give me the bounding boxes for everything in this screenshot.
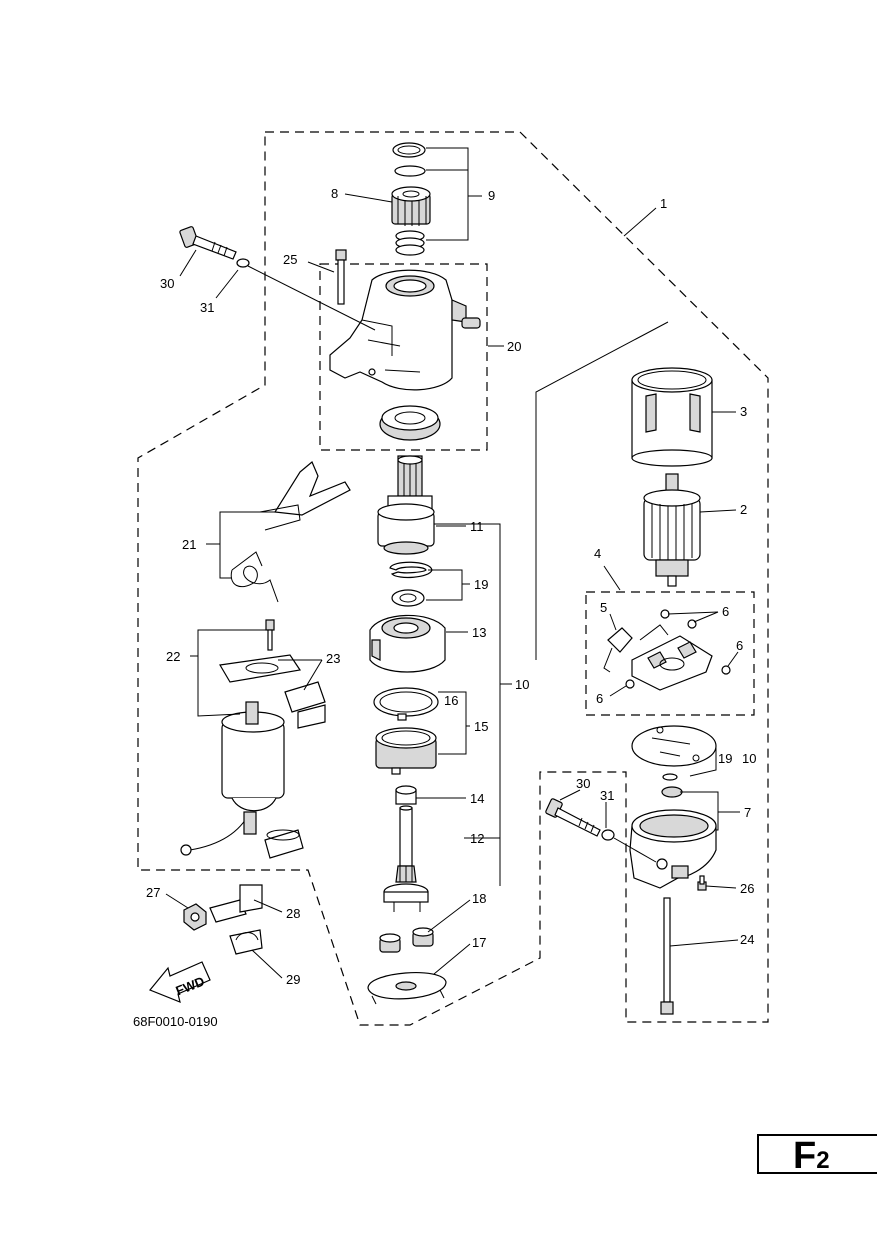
part-7-rear-cover xyxy=(629,809,717,889)
part-24-through-bolt xyxy=(660,897,674,1015)
callout-19-b: 19 xyxy=(718,751,732,766)
part-15-internal-gear xyxy=(375,727,437,775)
part-19-snap-ring xyxy=(389,561,433,579)
callout-26: 26 xyxy=(740,881,754,896)
callout-6-c: 6 xyxy=(596,691,603,706)
callout-12: 12 xyxy=(470,831,484,846)
part-31-washer-left xyxy=(236,258,250,268)
callout-16: 16 xyxy=(444,693,458,708)
part-3-yoke xyxy=(631,367,713,467)
callout-4: 4 xyxy=(594,546,601,561)
subassembly-box-4 xyxy=(585,591,755,716)
page-reference-box: F2 xyxy=(757,1134,877,1177)
callout-23: 23 xyxy=(326,651,340,666)
part-22-solenoid xyxy=(180,654,302,856)
callout-11: 11 xyxy=(470,519,484,534)
callout-28: 28 xyxy=(286,906,300,921)
part-9-spring xyxy=(395,230,425,256)
part-2-armature xyxy=(643,473,701,587)
callout-15: 15 xyxy=(474,719,488,734)
part-7-bearing xyxy=(661,786,683,798)
callout-13: 13 xyxy=(472,625,486,640)
callout-22: 22 xyxy=(166,649,180,664)
part-18-planet-gears xyxy=(379,927,434,953)
callout-2: 2 xyxy=(740,502,747,517)
part-17-plate xyxy=(367,972,447,1005)
callout-5: 5 xyxy=(600,600,607,615)
part-9-clip-inner xyxy=(397,145,421,155)
callout-1: 1 xyxy=(660,196,667,211)
callout-8: 8 xyxy=(331,186,338,201)
part-20-front-cover xyxy=(329,269,481,391)
subassembly-box-20 xyxy=(319,263,488,451)
callout-31-left: 31 xyxy=(200,300,214,315)
part-23-magnets xyxy=(284,681,326,729)
part-4-brush-holder xyxy=(631,624,713,691)
part-19-plate-right xyxy=(631,725,717,767)
callout-21: 21 xyxy=(182,537,196,552)
part-30-bolt-right xyxy=(545,798,601,837)
callout-17: 17 xyxy=(472,935,486,950)
callout-27: 27 xyxy=(146,885,160,900)
callout-31-right: 31 xyxy=(600,788,614,803)
part-30-bolt-left xyxy=(179,226,237,260)
page-ref-letter: F xyxy=(793,1135,817,1177)
part-8-pinion-gear xyxy=(391,186,431,226)
part-31-washer-right xyxy=(601,829,615,841)
part-20-bearing-seal xyxy=(379,405,441,441)
callout-9: 9 xyxy=(488,188,495,203)
part-bushing xyxy=(264,829,304,859)
callout-6-b: 6 xyxy=(736,638,743,653)
part-28-terminal xyxy=(209,884,263,923)
part-9-clip xyxy=(392,142,426,158)
callouts: 1 9 8 30 31 25 20 3 2 11 21 4 19 5 6 13 … xyxy=(146,186,756,987)
callout-30-left: 30 xyxy=(160,276,174,291)
callout-10-b: 10 xyxy=(742,751,756,766)
figure-code: 68F0010-0190 xyxy=(133,1014,218,1029)
callout-18: 18 xyxy=(472,891,486,906)
part-6-springs xyxy=(625,609,731,689)
part-25-through-bolt xyxy=(335,249,347,305)
callout-19-a: 19 xyxy=(474,577,488,592)
callout-3: 3 xyxy=(740,404,747,419)
callout-25: 25 xyxy=(283,252,297,267)
callout-30-right: 30 xyxy=(576,776,590,791)
page-ref-number: 2 xyxy=(816,1147,830,1174)
callout-10-a: 10 xyxy=(515,677,529,692)
leader-lines xyxy=(165,147,740,979)
part-19-washer xyxy=(391,589,425,607)
fwd-arrow-icon xyxy=(149,961,211,1003)
part-11-drive-shaft xyxy=(377,455,435,555)
page-reference: F2 xyxy=(793,1135,830,1177)
callout-7: 7 xyxy=(744,805,751,820)
callout-6-a: 6 xyxy=(722,604,729,619)
part-16-ring xyxy=(373,687,439,721)
part-5-brush xyxy=(603,627,633,673)
part-27-nut xyxy=(183,903,207,931)
part-13-housing xyxy=(369,614,446,673)
part-9-washer xyxy=(394,165,426,177)
part-19-small-washer xyxy=(662,773,678,781)
part-29-clip xyxy=(229,929,263,955)
callout-24: 24 xyxy=(740,932,754,947)
part-12-shaft-gear xyxy=(383,805,429,912)
callout-14: 14 xyxy=(470,791,484,806)
part-22-screw xyxy=(265,619,275,651)
assembly-boundary-1 xyxy=(137,131,769,1026)
callout-20: 20 xyxy=(507,339,521,354)
part-21-lever-and-spring xyxy=(230,461,351,603)
part-26-screw xyxy=(697,875,707,891)
part-14-bushing xyxy=(395,785,417,805)
callout-29: 29 xyxy=(286,972,300,987)
